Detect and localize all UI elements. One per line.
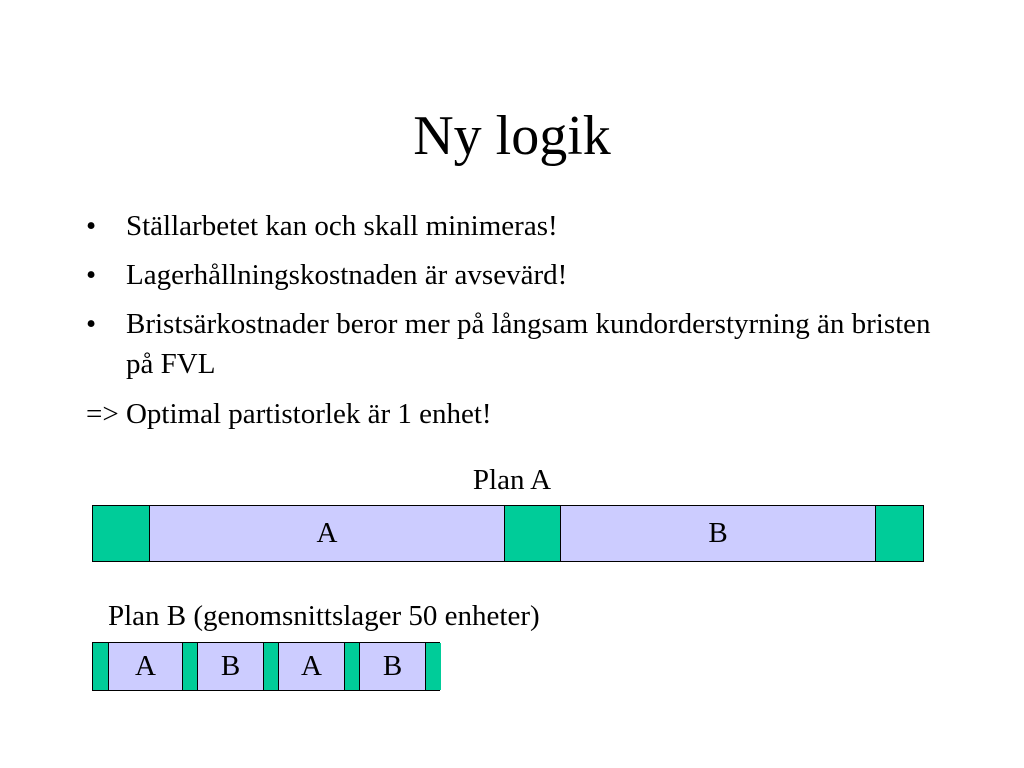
bullet-item: • Ställarbetet kan och skall minimeras! [86, 206, 946, 246]
setup-segment [264, 643, 279, 690]
setup-segment [876, 506, 923, 561]
plan-a-label: Plan A [472, 464, 552, 496]
bullet-marker: • [86, 210, 97, 242]
plan-b-label: Plan B (genomsnittslager 50 enheter) [108, 600, 540, 632]
setup-segment [505, 506, 561, 561]
setup-segment [183, 643, 198, 690]
production-segment: B [360, 643, 426, 690]
production-segment: A [109, 643, 183, 690]
production-segment: A [150, 506, 505, 561]
production-segment: B [561, 506, 876, 561]
conclusion-text: => Optimal partistorlek är 1 enhet! [86, 398, 492, 430]
bullet-marker: • [86, 308, 97, 340]
bullet-item: • Bristsärkostnader beror mer på långsam… [86, 304, 946, 384]
bullet-text: Bristsärkostnader beror mer på långsam k… [126, 308, 931, 380]
setup-segment [93, 506, 150, 561]
setup-segment [426, 643, 441, 690]
bullet-marker: • [86, 259, 97, 291]
slide-title: Ny logik [413, 105, 611, 167]
bullet-text: Lagerhållningskostnaden är avsevärd! [126, 259, 568, 291]
bullet-list: • Ställarbetet kan och skall minimeras! … [86, 206, 946, 393]
bullet-text: Ställarbetet kan och skall minimeras! [126, 210, 558, 242]
bullet-item: • Lagerhållningskostnaden är avsevärd! [86, 255, 946, 295]
production-segment: B [198, 643, 264, 690]
setup-segment [345, 643, 360, 690]
setup-segment [93, 643, 109, 690]
production-segment: A [279, 643, 345, 690]
